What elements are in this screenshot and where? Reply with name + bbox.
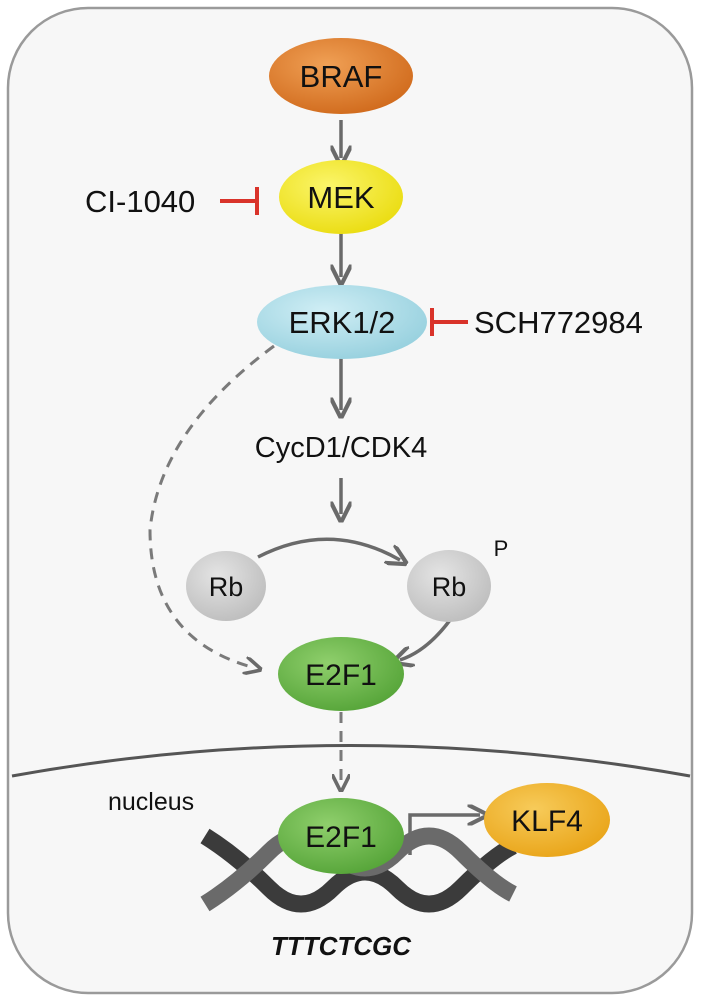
inhibition-mek — [220, 187, 259, 215]
node-braf: BRAF — [269, 38, 413, 114]
e2f1-nucleus-label: E2F1 — [305, 821, 377, 854]
nuclear-membrane — [11, 744, 691, 778]
nucleus-label: nucleus — [108, 788, 194, 816]
node-e2f1-nucleus: E2F1 — [278, 798, 404, 874]
rb-left-label: Rb — [209, 572, 244, 602]
dashed-arrow-erk-to-e2f1 — [148, 344, 275, 668]
rb-right-label: Rb — [432, 572, 467, 602]
cell-boundary — [6, 6, 694, 995]
mek-inhibitor-label: CI-1040 — [85, 184, 195, 219]
klf4-label: KLF4 — [511, 805, 583, 838]
arrow-rb-phosphorylation — [257, 537, 400, 560]
node-mek: MEK — [279, 160, 403, 234]
cycd1-cdk4-label: CycD1/CDK4 — [255, 432, 427, 464]
erk-label: ERK1/2 — [289, 305, 396, 340]
phospho-label: P — [494, 536, 509, 561]
node-klf4: KLF4 — [484, 783, 610, 857]
node-rb-left: Rb — [186, 551, 266, 621]
node-rb-right: Rb P — [407, 536, 508, 622]
dna-motif-label: TTTCTCGC — [271, 931, 412, 961]
e2f1-cytoplasm-label: E2F1 — [305, 659, 377, 692]
node-erk: ERK1/2 — [257, 285, 427, 359]
node-e2f1-cytoplasm: E2F1 — [278, 637, 404, 711]
erk-inhibitor-label: SCH772984 — [474, 305, 643, 340]
inhibition-erk — [430, 308, 468, 336]
braf-label: BRAF — [300, 59, 383, 94]
mek-label: MEK — [307, 180, 375, 215]
arrow-transcription-klf4 — [408, 815, 480, 855]
